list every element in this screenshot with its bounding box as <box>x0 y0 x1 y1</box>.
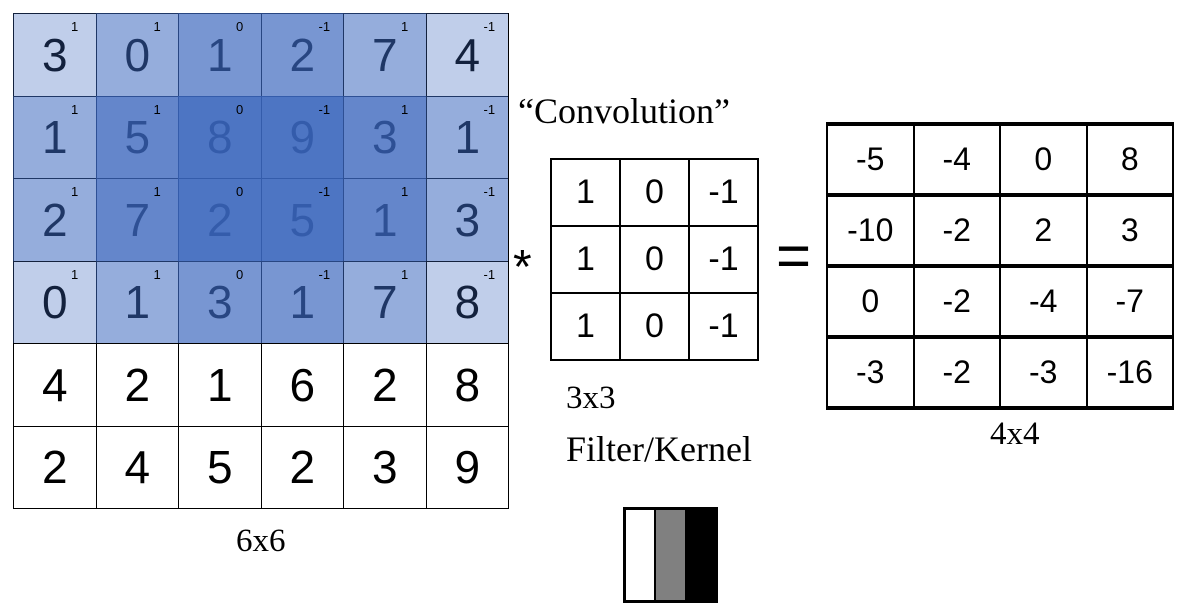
input-cell: 2 <box>13 425 97 509</box>
overlay-kernel-weight: 1 <box>71 266 79 282</box>
output-matrix-label: 4x4 <box>990 416 1040 452</box>
kernel-cell: -1 <box>688 292 759 361</box>
overlay-kernel-weight: -1 <box>318 101 331 117</box>
kernel-cell: 0 <box>619 158 690 227</box>
swatch-white-band <box>626 510 657 600</box>
kernel-cell: -1 <box>688 225 759 294</box>
input-cell: 5 <box>178 425 262 509</box>
input-cell: 2 <box>260 13 344 97</box>
kernel-cell: 0 <box>619 225 690 294</box>
input-cell: 3 <box>13 13 97 97</box>
kernel-cell: -1 <box>688 158 759 227</box>
input-cell: 1 <box>343 178 427 262</box>
output-cell: 0 <box>826 264 915 339</box>
overlay-kernel-weight: 1 <box>71 19 79 34</box>
output-cell: -3 <box>999 335 1088 410</box>
output-cell: 2 <box>999 193 1088 268</box>
output-cell: -3 <box>826 335 915 410</box>
input-cell: 3 <box>343 95 427 179</box>
overlay-kernel-weight: 0 <box>236 101 244 117</box>
overlay-kernel-weight: 0 <box>236 184 244 199</box>
overlay-kernel-weight: -1 <box>318 19 331 34</box>
input-cell: 1 <box>260 260 344 344</box>
overlay-kernel-weight: -1 <box>318 266 331 282</box>
input-cell: 9 <box>260 95 344 179</box>
operation-label: “Convolution” <box>518 91 730 131</box>
kernel-cell: 1 <box>550 292 621 361</box>
input-cell: 5 <box>260 178 344 262</box>
input-cell: 4 <box>425 13 509 97</box>
overlay-kernel-weight: 1 <box>153 184 161 199</box>
output-cell: -5 <box>826 122 915 197</box>
output-cell: 0 <box>999 122 1088 197</box>
input-cell: 1 <box>425 95 509 179</box>
input-cell: 7 <box>95 178 179 262</box>
input-cell: 2 <box>178 178 262 262</box>
kernel-size-label: 3x3 <box>566 380 616 416</box>
overlay-kernel-weight: 1 <box>401 101 409 117</box>
output-cell: -7 <box>1085 264 1174 339</box>
input-cell: 1 <box>13 95 97 179</box>
output-cell: -4 <box>912 122 1001 197</box>
overlay-kernel-weight: 1 <box>71 184 79 199</box>
output-cell: 3 <box>1085 193 1174 268</box>
overlay-kernel-weight: -1 <box>483 101 496 117</box>
input-cell: 4 <box>95 425 179 509</box>
swatch-gray-band <box>656 510 687 600</box>
input-cell: 1 <box>178 13 262 97</box>
input-cell: 8 <box>425 343 509 427</box>
overlay-kernel-weight: -1 <box>318 184 331 199</box>
output-cell: -2 <box>912 193 1001 268</box>
input-cell: 7 <box>343 13 427 97</box>
overlay-kernel-weight: 1 <box>153 19 161 34</box>
output-cell: -10 <box>826 193 915 268</box>
input-cell: 6 <box>260 343 344 427</box>
input-cell: 3 <box>425 178 509 262</box>
kernel-cell: 1 <box>550 225 621 294</box>
input-cell: 8 <box>425 260 509 344</box>
overlay-kernel-weight: -1 <box>483 19 496 34</box>
input-cell: 1 <box>95 260 179 344</box>
overlay-kernel-weight: -1 <box>483 266 496 282</box>
output-cell: 8 <box>1085 122 1174 197</box>
output-cell: -2 <box>912 335 1001 410</box>
overlay-kernel-weight: -1 <box>483 184 496 199</box>
kernel-cell: 0 <box>619 292 690 361</box>
kernel-name-label: Filter/Kernel <box>566 429 752 469</box>
input-cell: 8 <box>178 95 262 179</box>
kernel-cell: 1 <box>550 158 621 227</box>
overlay-kernel-weight: 1 <box>401 19 409 34</box>
input-cell: 1 <box>178 343 262 427</box>
output-cell: -2 <box>912 264 1001 339</box>
input-cell: 2 <box>95 343 179 427</box>
swatch-black-band <box>686 510 715 600</box>
overlay-kernel-weight: 1 <box>71 101 79 117</box>
overlay-kernel-weight: 1 <box>401 184 409 199</box>
input-cell: 7 <box>343 260 427 344</box>
input-cell: 9 <box>425 425 509 509</box>
overlay-kernel-weight: 1 <box>401 266 409 282</box>
output-cell: -4 <box>999 264 1088 339</box>
input-cell: 3 <box>178 260 262 344</box>
input-cell: 0 <box>95 13 179 97</box>
input-cell: 3 <box>343 425 427 509</box>
input-cell: 4 <box>13 343 97 427</box>
input-cell: 0 <box>13 260 97 344</box>
equals-symbol: = <box>776 222 812 289</box>
filter-swatch <box>623 507 718 603</box>
input-cell: 2 <box>260 425 344 509</box>
output-cell: -16 <box>1085 335 1174 410</box>
overlay-kernel-weight: 1 <box>153 266 161 282</box>
overlay-kernel-weight: 0 <box>236 266 244 282</box>
input-matrix-label: 6x6 <box>236 523 286 559</box>
overlay-kernel-weight: 0 <box>236 19 244 34</box>
input-cell: 2 <box>343 343 427 427</box>
input-cell: 5 <box>95 95 179 179</box>
overlay-kernel-weight: 1 <box>153 101 161 117</box>
convolve-symbol: * <box>513 241 532 294</box>
input-cell: 2 <box>13 178 97 262</box>
